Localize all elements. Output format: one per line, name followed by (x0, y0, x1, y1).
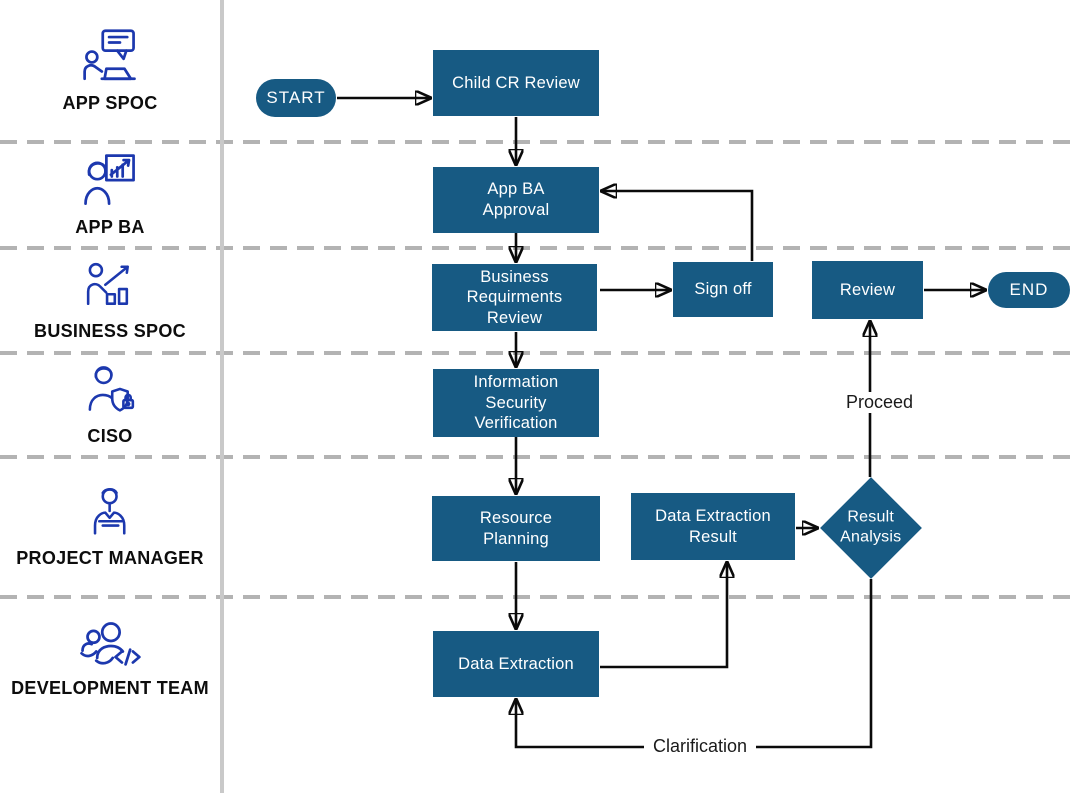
lane-separator (0, 595, 1080, 599)
node-business-requirments-review: Business Requirments Review (432, 264, 597, 331)
person-crossed-arms-icon (83, 486, 138, 541)
node-data-extraction-result: Data Extraction Result (631, 493, 795, 560)
lane-separator (0, 455, 1080, 459)
lane-label: APP BA (75, 217, 145, 237)
node-sign-off: Sign off (673, 262, 773, 317)
lane-app-spoc: APP SPOC (0, 0, 220, 142)
edge-sign-off-to-app-ba-approval (602, 191, 754, 261)
node-app-ba-approval: App BA Approval (433, 167, 599, 233)
person-laptop-chat-icon (81, 28, 139, 86)
lane-label: DEVELOPMENT TEAM (11, 678, 209, 698)
lane-development-team: DEVELOPMENT TEAM (0, 597, 220, 793)
node-information-security-verification: Information Security Verification (433, 369, 599, 437)
lane-separator (0, 140, 1080, 144)
person-shield-lock-icon (83, 364, 138, 419)
node-review: Review (812, 261, 923, 319)
node-start: START (256, 79, 336, 117)
lane-divider-line (220, 0, 224, 793)
lane-project-manager: PROJECT MANAGER (0, 457, 220, 597)
edge-data-extraction-to-data-extraction-result (600, 563, 727, 669)
node-resource-planning: Resource Planning (432, 496, 600, 561)
node-end: END (988, 272, 1070, 308)
result-analysis-label: Result Analysis (840, 509, 902, 546)
lane-ciso: CISO (0, 353, 220, 457)
node-child-cr-review: Child CR Review (433, 50, 599, 116)
lane-separator (0, 246, 1080, 250)
lane-app-ba: APP BA (0, 142, 220, 248)
lane-label: APP SPOC (62, 93, 158, 113)
edge-label-proceed: Proceed (837, 392, 923, 413)
edge-label-clarification: Clarification (644, 736, 757, 757)
lane-separator (0, 351, 1080, 355)
team-code-icon (77, 621, 143, 671)
lane-label: PROJECT MANAGER (16, 547, 204, 568)
person-growth-chart-icon (83, 259, 138, 314)
person-presentation-chart-icon (81, 152, 139, 210)
lane-label: CISO (87, 425, 133, 446)
lane-label: BUSINESS SPOC (34, 321, 186, 341)
node-data-extraction: Data Extraction (433, 631, 599, 697)
lane-business-spoc: BUSINESS SPOC (0, 248, 220, 353)
